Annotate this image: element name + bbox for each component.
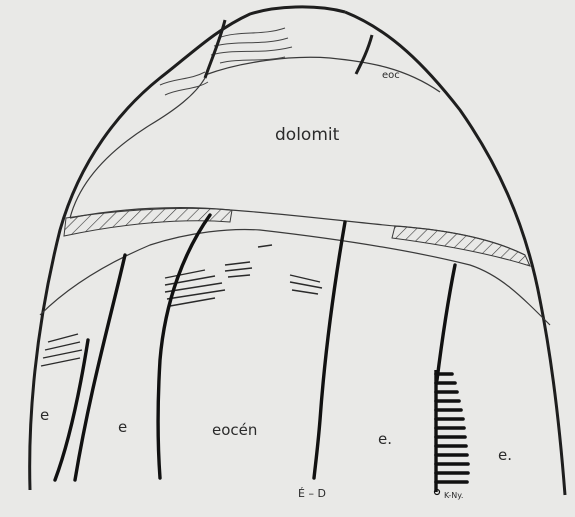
label-e-right: e.	[498, 446, 512, 464]
cap-fault-right	[356, 35, 372, 74]
cap-layer-boundary	[205, 57, 440, 92]
label-eocene: eocén	[212, 421, 257, 439]
fault-hatch-band	[436, 374, 468, 482]
label-fault-kny: K-Ny.	[444, 491, 463, 500]
mountain-outline-left	[30, 7, 345, 490]
hatched-band-right	[392, 226, 530, 266]
mountain-outline-right	[345, 12, 565, 495]
label-e-right-mid: e.	[378, 430, 392, 448]
label-e-second: e	[118, 418, 127, 436]
eocene-faults	[55, 215, 455, 480]
label-fault-ed: É – D	[298, 487, 326, 500]
label-e-left: e	[40, 406, 49, 424]
label-eocene-top: eoc	[382, 70, 400, 81]
label-dolomite: dolomit	[275, 125, 340, 145]
